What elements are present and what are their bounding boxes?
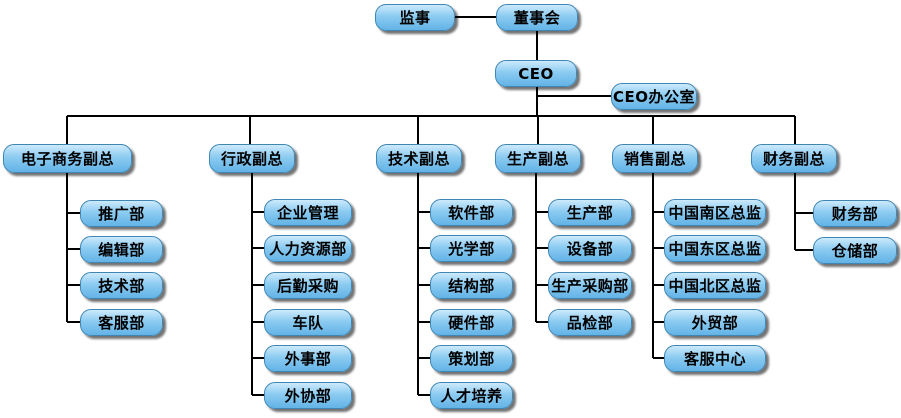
unit-box: 后勤采购 [264,272,352,299]
division-head-admin: 行政副总 [209,144,295,173]
unit-box: 光学部 [430,235,513,262]
unit-box: 品检部 [548,309,632,336]
unit-box: 技术部 [80,272,163,299]
supervisor-box: 监事 [375,4,455,31]
ceo-office-box: CEO办公室 [611,83,697,110]
unit-box: 推广部 [80,200,163,227]
unit-box: 结构部 [430,272,513,299]
unit-box: 硬件部 [430,309,513,336]
unit-box: 设备部 [548,235,632,262]
unit-box: 人才培养 [430,382,513,409]
division-head-production: 生产副总 [495,144,581,173]
unit-box: 编辑部 [80,236,163,263]
unit-box: 客服中心 [664,345,766,372]
division-head-ecommerce: 电子商务副总 [3,144,132,173]
unit-box: 企业管理 [264,199,352,226]
unit-box: 中国东区总监 [664,235,766,262]
ceo-box: CEO [495,60,577,87]
unit-box: 外贸部 [664,309,766,336]
unit-box: 人力资源部 [264,235,352,262]
unit-box: 中国北区总监 [664,272,766,299]
division-head-finance: 财务副总 [751,144,837,173]
unit-box: 中国南区总监 [664,199,766,226]
unit-box: 生产部 [548,199,632,226]
unit-box: 客服部 [80,309,163,336]
unit-box: 生产采购部 [548,272,632,299]
unit-box: 仓储部 [813,237,897,264]
unit-box: 财务部 [813,200,897,227]
division-head-sales: 销售副总 [612,144,698,173]
unit-box: 外事部 [264,345,352,372]
board-box: 董事会 [496,4,578,31]
unit-box: 策划部 [430,345,513,372]
unit-box: 外协部 [264,382,352,409]
unit-box: 软件部 [430,199,513,226]
unit-box: 车队 [264,309,352,336]
division-head-tech: 技术副总 [376,144,462,173]
